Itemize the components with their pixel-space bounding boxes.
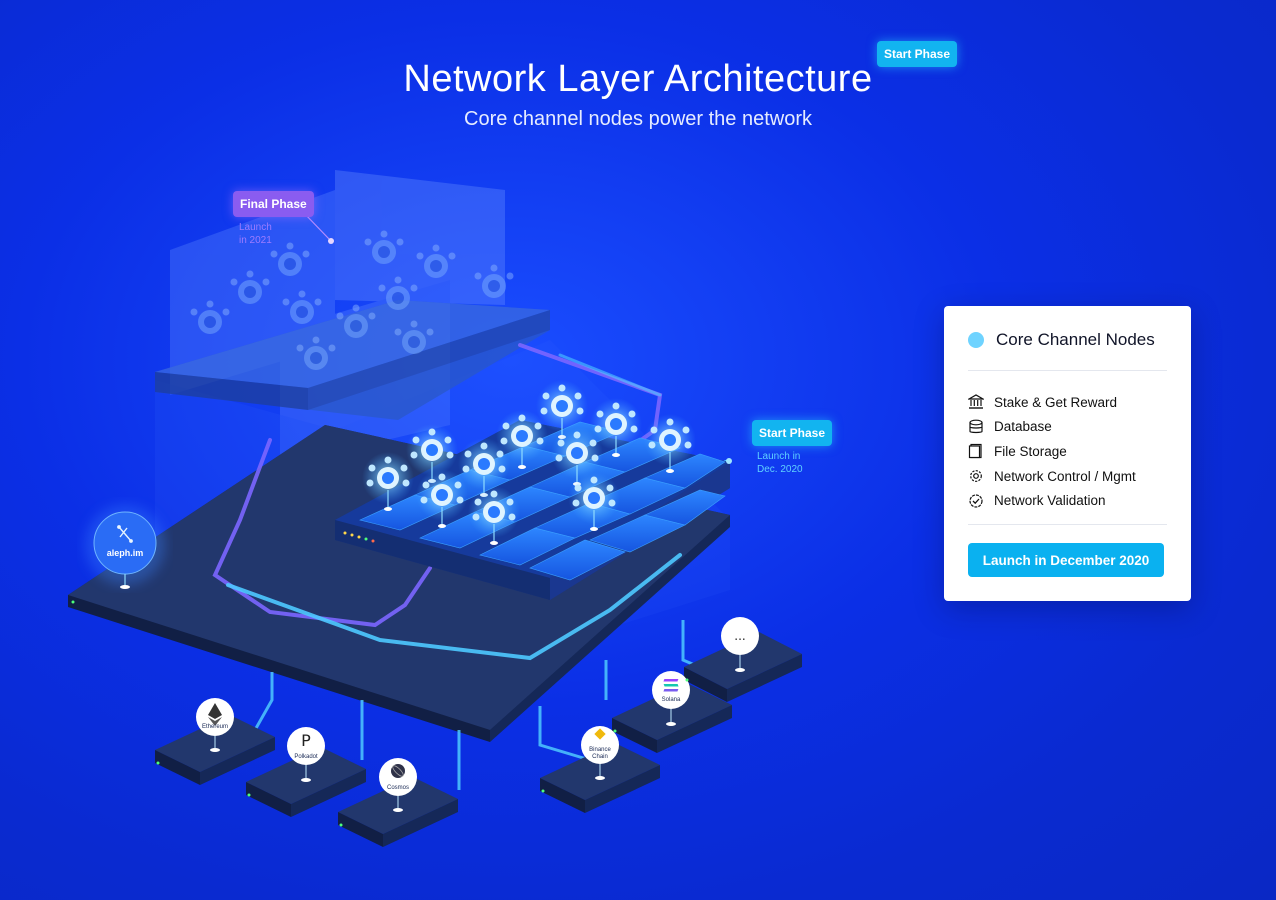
status-leds bbox=[71, 531, 689, 827]
node-cluster bbox=[416, 469, 468, 528]
aleph-logo-icon bbox=[117, 525, 133, 543]
legend-item-stake: Stake & Get Reward bbox=[968, 390, 1167, 415]
start-phase-pointer-dot bbox=[726, 458, 732, 464]
legend-list: Stake & Get Reward Database File Storage… bbox=[968, 390, 1167, 513]
final-phase-platform bbox=[155, 300, 550, 420]
chain-node-more: ... bbox=[721, 617, 759, 672]
legend-item-label: Network Control / Mgmt bbox=[994, 468, 1136, 484]
chain-label-cosmos: Cosmos bbox=[387, 785, 409, 791]
aleph-hub-node bbox=[85, 505, 165, 589]
start-phase-header-badge: Start Phase bbox=[877, 41, 958, 67]
node-cluster bbox=[590, 398, 642, 457]
core-node-color-dot bbox=[968, 332, 984, 348]
legend-item-network-control: Network Control / Mgmt bbox=[968, 464, 1167, 489]
legend-item-label: File Storage bbox=[994, 443, 1067, 459]
legend-header: Core Channel Nodes bbox=[968, 330, 1167, 371]
node-cluster bbox=[406, 424, 458, 483]
chain-label-binance: Binance bbox=[589, 747, 611, 753]
chain-label-polkadot: Polkadot bbox=[294, 754, 318, 760]
chain-node-ethereum: Ethereum bbox=[196, 698, 234, 752]
bank-icon bbox=[968, 394, 984, 410]
legend-item-label: Network Validation bbox=[994, 493, 1106, 509]
gear-icon bbox=[968, 468, 984, 484]
polkadot-icon: P bbox=[301, 731, 311, 750]
chain-label-ethereum: Ethereum bbox=[202, 724, 228, 730]
legend-item-label: Database bbox=[994, 419, 1052, 435]
chain-node-binance: Binance Chain bbox=[581, 726, 619, 780]
launch-button[interactable]: Launch in December 2020 bbox=[968, 543, 1164, 577]
node-cluster bbox=[468, 486, 520, 545]
node-cluster bbox=[362, 452, 414, 511]
legend-item-file-storage: File Storage bbox=[968, 439, 1167, 464]
core-channel-node-clusters bbox=[362, 380, 696, 545]
database-icon bbox=[968, 419, 984, 435]
file-icon bbox=[968, 443, 984, 459]
more-icon: ... bbox=[734, 629, 745, 643]
cosmos-icon bbox=[391, 764, 405, 778]
page-title: Network Layer Architecture bbox=[403, 58, 873, 100]
node-cluster bbox=[644, 414, 696, 473]
ethereum-icon bbox=[208, 703, 222, 719]
chain-label-solana: Solana bbox=[662, 697, 681, 703]
check-badge-icon bbox=[968, 493, 984, 509]
start-phase-note: Launch in Dec. 2020 bbox=[757, 451, 803, 475]
node-cluster bbox=[496, 410, 548, 469]
legend-item-label: Stake & Get Reward bbox=[994, 394, 1118, 410]
legend-divider bbox=[968, 524, 1167, 525]
final-phase-pointer-dot bbox=[328, 238, 334, 244]
page-subtitle: Core channel nodes power the network bbox=[464, 108, 812, 130]
node-cluster bbox=[536, 380, 588, 439]
final-phase-node-clusters bbox=[190, 230, 514, 370]
node-cluster bbox=[458, 438, 510, 497]
legend-card: Core Channel Nodes Stake & Get Reward Da… bbox=[944, 306, 1191, 601]
node-cluster bbox=[568, 472, 620, 531]
start-phase-badge: Start Phase bbox=[752, 420, 833, 446]
node-cluster bbox=[551, 427, 603, 486]
chain-connectors bbox=[253, 620, 731, 790]
chain-node-cosmos: Cosmos bbox=[379, 758, 417, 812]
legend-item-database: Database bbox=[968, 415, 1167, 440]
final-phase-note: Launch in 2021 bbox=[239, 222, 272, 246]
hub-label: aleph.im bbox=[107, 548, 144, 558]
legend-item-network-validation: Network Validation bbox=[968, 488, 1167, 513]
binance-icon bbox=[594, 728, 606, 740]
chain-node-solana: Solana bbox=[652, 671, 690, 726]
svg-text:Chain: Chain bbox=[592, 754, 608, 760]
legend-title: Core Channel Nodes bbox=[996, 330, 1155, 349]
final-phase-badge: Final Phase bbox=[233, 191, 314, 217]
solana-icon bbox=[663, 679, 679, 692]
chain-node-polkadot: P Polkadot bbox=[287, 727, 325, 782]
